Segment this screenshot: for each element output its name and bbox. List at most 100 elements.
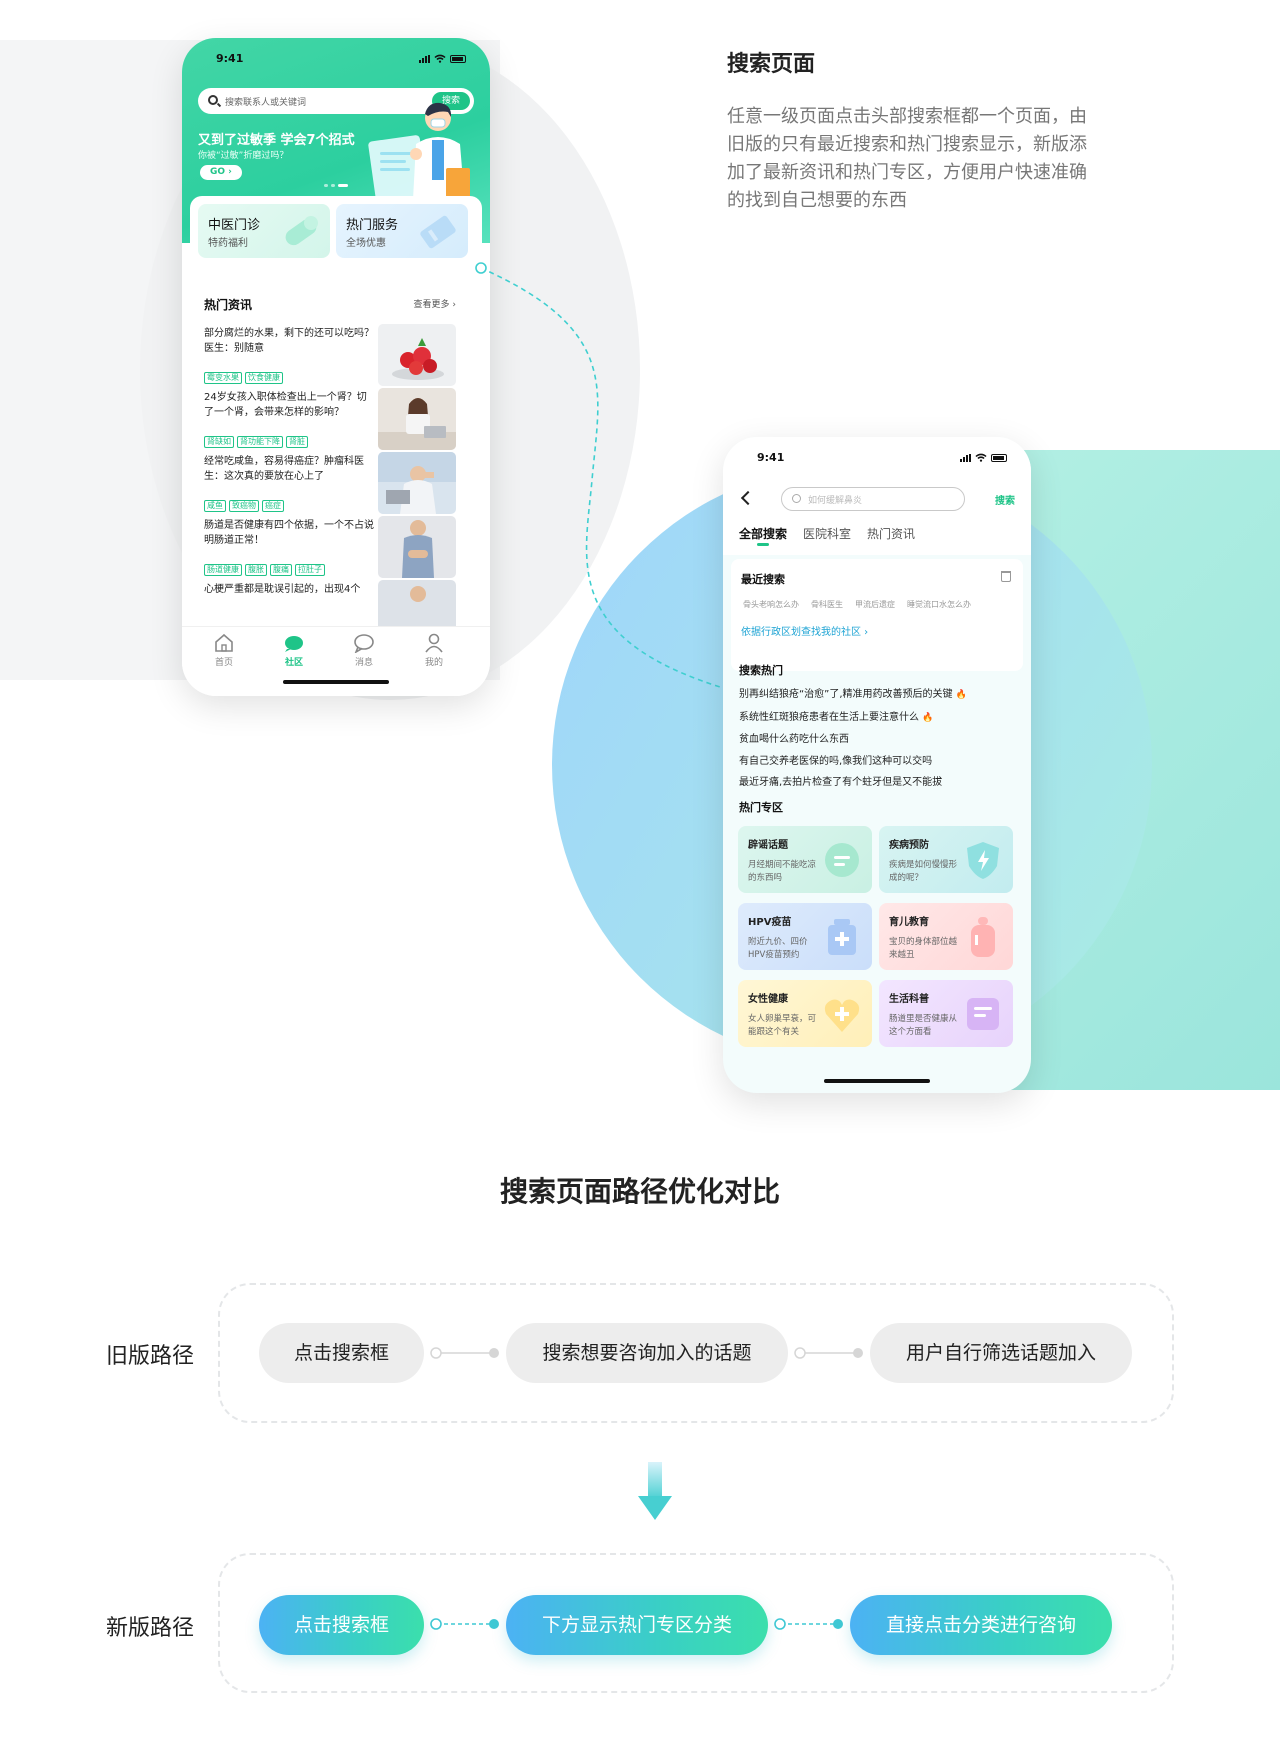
recent-search-chip[interactable]: 睡觉流口水怎么办 — [907, 600, 971, 609]
hot-search-item[interactable]: 系统性红斑狼疮患者在生活上要注意什么🔥 — [739, 707, 967, 730]
new-path-box — [218, 1553, 1174, 1693]
find-community-label: 依据行政区划查找我的社区 — [741, 627, 861, 638]
fire-icon: 🔥 — [955, 690, 967, 700]
news-item[interactable]: 肠道是否健康有四个依据，一个不占说明肠道正常！ 肠道健康 腹胀 腹痛 拉肚子 — [204, 516, 472, 578]
wifi-icon — [975, 453, 987, 462]
zone-title: 辟谣话题 — [748, 840, 788, 851]
new-connector — [430, 1618, 499, 1630]
hot-search-item[interactable]: 贫血喝什么药吃什么东西 — [739, 729, 967, 751]
news-tag[interactable]: 肠道健康 — [204, 564, 242, 576]
news-title: 肠道是否健康有四个依据，一个不占说明肠道正常！ — [204, 520, 374, 546]
tab-messages[interactable]: 消息 — [334, 633, 394, 668]
news-tag[interactable]: 腹胀 — [245, 564, 267, 576]
news-tag[interactable]: 癌症 — [262, 500, 284, 512]
zone-card-hpv[interactable]: HPV疫苗 附近九价、四价HPV疫苗预约 — [738, 903, 872, 970]
home-icon — [215, 633, 233, 652]
news-thumbnail-strawberries — [378, 324, 456, 386]
zone-card-rumor[interactable]: 辟谣话题 月经期间不能吃凉的东西吗 — [738, 826, 872, 893]
tab-hospital-department[interactable]: 医院科室 — [803, 527, 852, 541]
news-tags: 肠道健康 腹胀 腹痛 拉肚子 — [204, 564, 325, 576]
banner-pagination — [324, 184, 348, 187]
zone-card-life-science[interactable]: 生活科普 肠道里是否健康从这个方面看 — [879, 980, 1013, 1047]
news-title: 心梗严重都是耽误引起的，出现4个 — [204, 584, 361, 595]
old-step-search-topic: 搜索想要咨询加入的话题 — [506, 1323, 788, 1383]
zone-card-womens-health[interactable]: 女性健康 女人卵巢早衰，可能跟这个有关 — [738, 980, 872, 1047]
search-icon — [208, 95, 218, 105]
intro-title: 搜索页面 — [727, 52, 816, 77]
arrow-down-icon — [638, 1462, 672, 1520]
heart-plus-icon — [824, 999, 860, 1032]
recent-search-chip[interactable]: 骨科医生 — [811, 600, 843, 609]
battery-icon — [450, 54, 466, 63]
find-community-link[interactable]: 依据行政区划查找我的社区 › — [741, 627, 869, 638]
news-tag[interactable]: 肾功能下降 — [237, 436, 283, 448]
tab-all-search[interactable]: 全部搜索 — [739, 527, 788, 546]
signal-icon — [419, 54, 430, 63]
hot-search-item[interactable]: 最近牙痛,去拍片检查了有个蛀牙但是又不能拔 — [739, 772, 967, 794]
zone-card-parenting[interactable]: 育儿教育 宝贝的身体部位越来越丑 — [879, 903, 1013, 970]
news-item[interactable]: 经常吃咸鱼，容易得癌症？肿瘤科医生：这次真的要放在心上了 咸鱼 致癌物 癌症 — [204, 452, 472, 514]
new-step-click-search: 点击搜索框 — [259, 1595, 424, 1655]
home-indicator — [283, 680, 389, 684]
phone-search-screen: 9:41 如何缓解鼻炎 搜索 全部搜索 医院科室 热门资讯 最近搜索 骨头老响怎… — [723, 437, 1031, 1093]
banner-go-label: GO — [210, 167, 226, 177]
news-tag[interactable]: 肾脏 — [286, 436, 308, 448]
hot-search-text: 有自己交养老医保的吗,像我们这种可以交吗 — [739, 755, 933, 767]
tab-label: 社区 — [284, 658, 303, 668]
tab-community[interactable]: 社区 — [264, 633, 324, 668]
news-item[interactable]: 部分腐烂的水果，剩下的还可以吃吗？医生：别随意 霉变水果 饮食健康 — [204, 324, 472, 386]
tab-home[interactable]: 首页 — [194, 633, 254, 668]
message-icon — [354, 634, 374, 653]
service-card-hot[interactable]: 热门服务 全场优惠 — [336, 204, 468, 258]
home-indicator — [824, 1079, 930, 1083]
news-tag[interactable]: 致癌物 — [229, 500, 259, 512]
recent-search-heading: 最近搜索 — [741, 573, 785, 586]
tab-profile[interactable]: 我的 — [404, 633, 464, 668]
community-icon — [285, 636, 303, 652]
zone-title: 疾病预防 — [889, 840, 929, 851]
news-tag[interactable]: 肾缺如 — [204, 436, 234, 448]
news-item[interactable]: 24岁女孩入职体检查出上一个肾？切了一个肾，会带来怎样的影响？ 肾缺如 肾功能下… — [204, 388, 472, 450]
news-tag[interactable]: 咸鱼 — [204, 500, 226, 512]
status-time: 9:41 — [757, 451, 785, 464]
news-tags: 肾缺如 肾功能下降 肾脏 — [204, 436, 308, 448]
news-title: 经常吃咸鱼，容易得癌症？肿瘤科医生：这次真的要放在心上了 — [204, 456, 364, 482]
view-more-link[interactable]: 查看更多 › — [413, 300, 456, 310]
news-tag[interactable]: 霉变水果 — [204, 372, 242, 384]
hot-news-heading: 热门资讯 — [204, 298, 253, 312]
hot-search-item[interactable]: 别再纠结狼疮“治愈”了,精准用药改善预后的关键🔥 — [739, 684, 967, 707]
banner-subtitle: 你被“过敏”折磨过吗？ — [198, 151, 289, 161]
news-thumbnail-stomachache — [378, 516, 456, 578]
tab-hot-news[interactable]: 热门资讯 — [867, 527, 916, 541]
old-path-label: 旧版路径 — [106, 1344, 195, 1369]
service-card-title: 热门服务 — [346, 218, 399, 233]
zone-title: 生活科普 — [889, 994, 929, 1005]
hot-search-item[interactable]: 有自己交养老医保的吗,像我们这种可以交吗 — [739, 751, 967, 773]
banner-title: 又到了过敏季 学会7个招式 — [198, 133, 355, 148]
service-card-tcm[interactable]: 中医门诊 特药福利 — [198, 204, 330, 258]
trash-icon[interactable] — [1001, 571, 1011, 582]
recent-search-chip[interactable]: 骨头老响怎么办 — [743, 600, 799, 609]
news-title: 部分腐烂的水果，剩下的还可以吃吗？医生：别随意 — [204, 328, 374, 354]
news-tag[interactable]: 拉肚子 — [295, 564, 325, 576]
news-title: 24岁女孩入职体检查出上一个肾？切了一个肾，会带来怎样的影响？ — [204, 392, 367, 418]
chat-bubble-icon — [825, 843, 859, 877]
signal-icon — [960, 453, 971, 462]
intro-description: 任意一级页面点击头部搜索框都一个页面，由旧版的只有最近搜索和热门搜索显示，新版添… — [727, 106, 1087, 211]
banner-go-button[interactable]: GO › — [200, 165, 242, 180]
news-tags: 霉变水果 饮食健康 — [204, 372, 283, 384]
zone-card-prevention[interactable]: 疾病预防 疾病是如何慢慢形成的呢？ — [879, 826, 1013, 893]
note-icon — [967, 998, 999, 1030]
new-path-label: 新版路径 — [106, 1616, 195, 1641]
baby-bottle-icon — [971, 917, 995, 957]
zone-desc: 月经期间不能吃凉的东西吗 — [748, 860, 817, 883]
zone-title: 育儿教育 — [889, 917, 929, 928]
news-tag[interactable]: 腹痛 — [270, 564, 292, 576]
news-tag[interactable]: 饮食健康 — [245, 372, 283, 384]
search-input[interactable]: 如何缓解鼻炎 — [781, 487, 965, 511]
hot-zones-heading: 热门专区 — [739, 801, 783, 814]
phone-community-screen: 9:41 搜索联系人或关键词 搜索 又到了过敏季 学会7个招式 你被“过敏”折磨… — [182, 38, 490, 696]
zone-title: HPV疫苗 — [748, 917, 792, 928]
recent-search-chip[interactable]: 甲流后遗症 — [855, 600, 895, 609]
search-submit-button[interactable]: 搜索 — [995, 496, 1015, 507]
